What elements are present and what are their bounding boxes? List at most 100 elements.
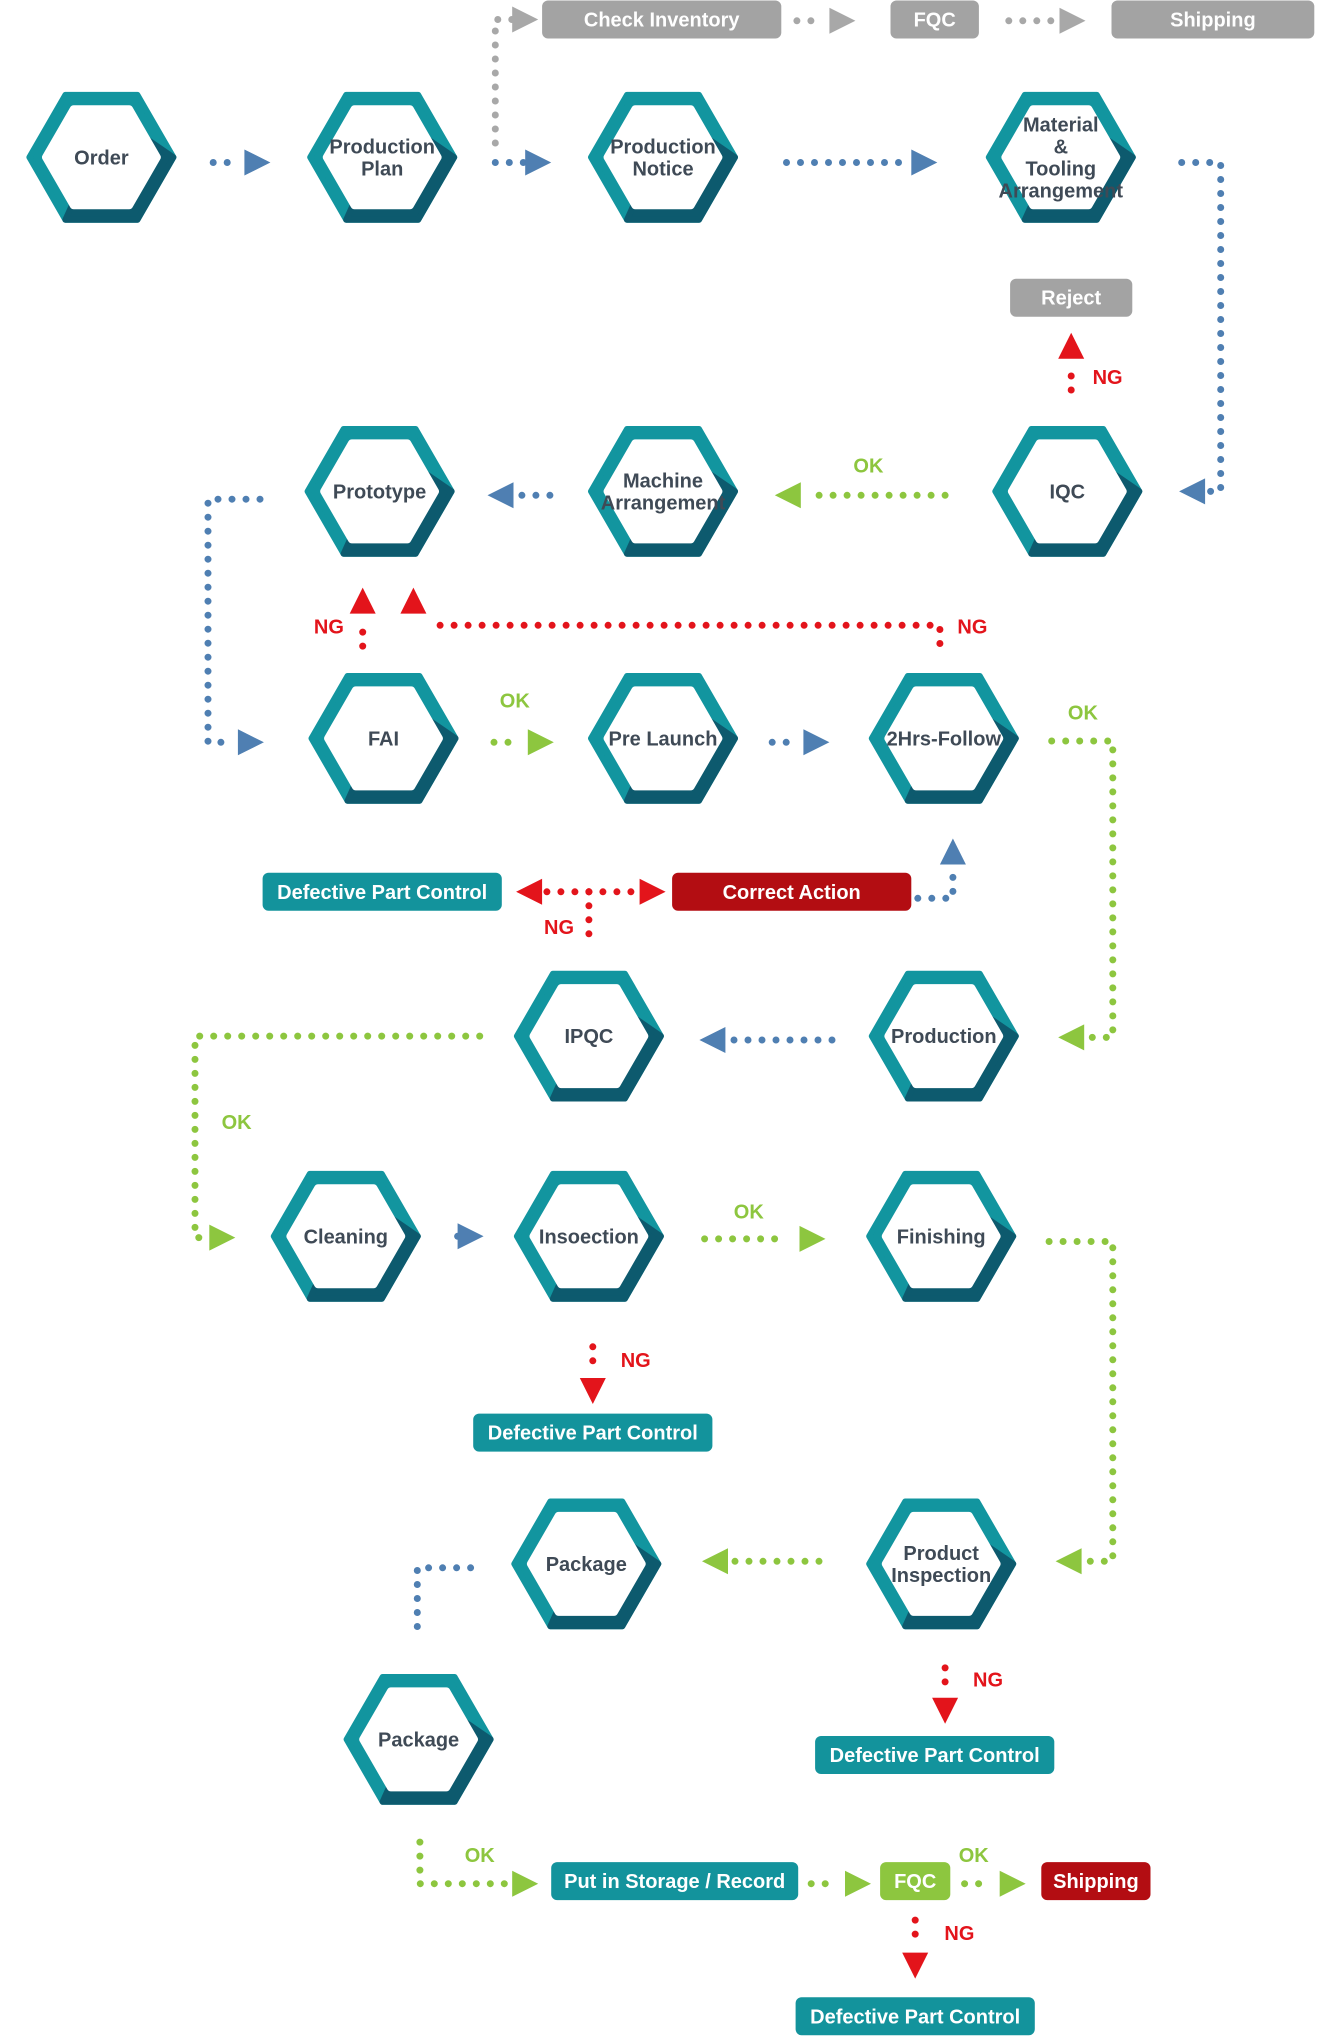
correct-left-to-right-arrow bbox=[639, 878, 666, 905]
edge-label-ok-iqc-machine: OK bbox=[853, 455, 884, 477]
plan-to-check-inventory-arrow bbox=[512, 6, 539, 33]
node-cleaning: Cleaning bbox=[270, 1170, 421, 1302]
follow-to-production-line bbox=[1048, 737, 1117, 1041]
correct-to-follow-line bbox=[914, 871, 957, 902]
node-label: Package bbox=[546, 1554, 627, 1576]
hexagon-inner bbox=[324, 686, 443, 791]
box-label: FQC bbox=[914, 10, 956, 32]
edge-label-ok-follow-production: OK bbox=[1068, 702, 1099, 724]
node-label: Arrangement bbox=[999, 180, 1124, 202]
node-ipqc: IPQC bbox=[513, 970, 664, 1102]
box-shipping-bottom: Shipping bbox=[1041, 1862, 1151, 1901]
box-reject: Reject bbox=[1010, 278, 1133, 317]
connector-lines bbox=[191, 6, 1225, 1979]
node-label: Machine bbox=[623, 470, 703, 492]
box-background bbox=[890, 0, 979, 39]
plan-to-check-inventory-line bbox=[491, 16, 516, 147]
package-to-storage-arrow bbox=[512, 1870, 539, 1897]
node-label: Material bbox=[1023, 114, 1099, 136]
hexagon-inner bbox=[320, 439, 439, 544]
box-defective-part-control-4: Defective Part Control bbox=[795, 1997, 1035, 2036]
fai-to-prelaunch-arrow bbox=[527, 729, 554, 756]
box-label: Correct Action bbox=[723, 882, 861, 904]
hexagon-inner bbox=[359, 1687, 478, 1792]
node-production: Production bbox=[868, 970, 1019, 1102]
box-shipping-top: Shipping bbox=[1111, 0, 1315, 39]
edge-label-ng-inspection-defective: NG bbox=[973, 1670, 1003, 1692]
node-label: Arrangement bbox=[601, 492, 726, 514]
edge-label-ok-fai-prelaunch: OK bbox=[500, 691, 531, 713]
box-background bbox=[1111, 0, 1315, 39]
hexagon-inner bbox=[529, 984, 649, 1089]
box-label: Reject bbox=[1041, 288, 1101, 310]
hexagon-inner bbox=[1001, 105, 1121, 210]
node-label: Cleaning bbox=[304, 1226, 388, 1248]
iqc-to-machine-arrow bbox=[774, 482, 801, 509]
node-label: Insoection bbox=[539, 1226, 639, 1248]
fqc-to-shipping-arrow bbox=[1059, 7, 1086, 34]
box-background bbox=[551, 1862, 799, 1901]
ipqc-to-cleaning-arrow bbox=[209, 1224, 236, 1251]
box-defective-part-control-3: Defective Part Control bbox=[815, 1736, 1055, 1774]
hexagon-inner bbox=[529, 1184, 649, 1289]
hexagon-inner bbox=[884, 984, 1004, 1089]
inspection-to-defective-arrow bbox=[932, 1697, 959, 1724]
node-label: Order bbox=[74, 147, 129, 169]
box-fqc-top: FQC bbox=[890, 0, 979, 39]
prelaunch-to-follow-arrow bbox=[803, 729, 830, 756]
edge-label-ok-ipqc-cleaning: OK bbox=[222, 1112, 253, 1134]
hexagon-inner bbox=[603, 105, 723, 210]
node-label: Product bbox=[903, 1543, 979, 1565]
order-to-plan-arrow bbox=[244, 149, 271, 176]
hexagon-inner bbox=[603, 686, 723, 791]
box-background bbox=[473, 1413, 713, 1452]
hexagon-inner bbox=[1007, 439, 1127, 544]
node-prototype: Prototype bbox=[304, 426, 455, 557]
box-label: Shipping bbox=[1053, 1871, 1139, 1893]
node-fai: FAI bbox=[308, 673, 459, 804]
edge-label-ng-correct-defective: NG bbox=[544, 917, 574, 939]
storage-to-fqc-arrow bbox=[845, 1870, 871, 1897]
node-label: Inspection bbox=[891, 1565, 991, 1587]
correct-to-defective-arrow bbox=[516, 878, 543, 905]
insoection-to-defective-arrow bbox=[579, 1378, 606, 1404]
edge-label-ok-insoection-finishing: OK bbox=[734, 1202, 765, 1224]
notice-to-material-arrow bbox=[911, 149, 938, 176]
node-package-1: Package bbox=[511, 1498, 662, 1630]
node-label: & bbox=[1054, 136, 1068, 158]
machine-to-prototype-arrow bbox=[487, 482, 514, 509]
box-background bbox=[672, 872, 912, 911]
finishing-to-inspection-arrow bbox=[1055, 1548, 1082, 1575]
node-label: 2Hrs-Follow bbox=[887, 728, 1002, 750]
box-correct-action: Correct Action bbox=[672, 872, 912, 911]
material-to-iqc-line bbox=[1178, 159, 1225, 495]
node-label: Notice bbox=[632, 158, 693, 180]
node-order: Order bbox=[26, 91, 177, 223]
node-label: Finishing bbox=[897, 1226, 986, 1248]
edge-label-ng-insoection-defective: NG bbox=[621, 1350, 651, 1372]
production-to-ipqc-arrow bbox=[699, 1027, 726, 1053]
box-label: Defective Part Control bbox=[277, 882, 487, 904]
package-to-package-line bbox=[413, 1564, 475, 1632]
node-label: Pre Launch bbox=[609, 728, 718, 750]
box-background bbox=[815, 1736, 1055, 1774]
box-background bbox=[1010, 278, 1133, 317]
edge-label-ok-package-storage: OK bbox=[465, 1845, 496, 1867]
box-background bbox=[1041, 1862, 1151, 1901]
node-label: Prototype bbox=[333, 481, 426, 503]
hexagon-inner bbox=[884, 686, 1004, 791]
box-label: FQC bbox=[894, 1871, 936, 1893]
box-check-inventory: Check Inventory bbox=[542, 0, 782, 39]
edge-label-ok-fqc-shipping: OK bbox=[959, 1845, 990, 1867]
prototype-to-fai-arrow bbox=[237, 729, 264, 756]
node-package-2: Package bbox=[343, 1674, 494, 1805]
hexagon-inner bbox=[322, 105, 442, 210]
node-insoection: Insoection bbox=[513, 1170, 664, 1302]
node-two-hrs-follow: 2Hrs-Follow bbox=[868, 673, 1019, 804]
node-label: Package bbox=[378, 1729, 459, 1751]
